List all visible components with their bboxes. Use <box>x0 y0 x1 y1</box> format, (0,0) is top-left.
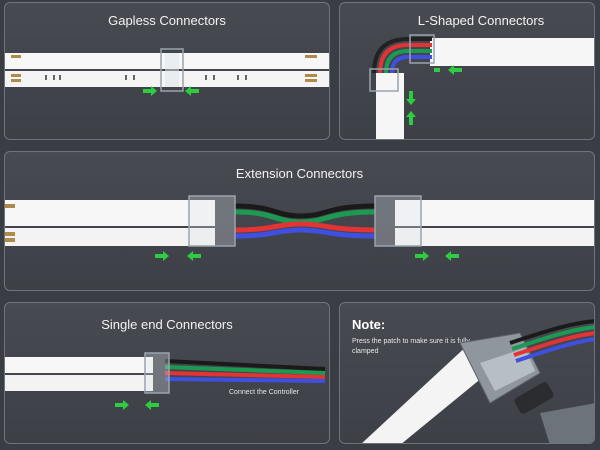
led-strip-right <box>395 228 594 246</box>
l-connector-top <box>409 34 435 64</box>
wire-black <box>372 37 432 74</box>
extension-connector-right <box>374 195 422 247</box>
led-strip-left <box>5 200 215 226</box>
arrow-left-icon <box>434 68 440 72</box>
panel-title: Extension Connectors <box>235 166 364 181</box>
gapless-connector <box>160 48 184 92</box>
panel-title: Single end Connectors <box>101 317 233 332</box>
wire-black <box>164 359 326 371</box>
note-body: Press the patch to make sure it is fully… <box>352 338 470 355</box>
gapless-illustration <box>5 48 329 96</box>
led-strip-diagonal <box>362 343 500 443</box>
wire-red <box>513 331 594 357</box>
wire-black <box>509 319 594 345</box>
arrow-right-icon <box>143 86 157 96</box>
panel-note: Note: Press the patch to make sure it is… <box>339 302 595 444</box>
panel-l-shaped-connectors: L-Shaped Connectors <box>339 2 595 140</box>
arrow-right-icon <box>115 400 129 410</box>
arrow-left-icon <box>448 65 462 75</box>
note-illustration <box>362 319 594 443</box>
l-shaped-illustration <box>369 34 594 139</box>
led-strip-vertical <box>376 73 404 139</box>
arrow-down-icon <box>406 91 416 105</box>
wire-green <box>511 325 594 351</box>
arrow-left-icon <box>145 400 159 410</box>
led-strip <box>5 375 153 391</box>
l-connector-side <box>369 68 399 92</box>
single-end-illustration <box>5 352 326 410</box>
arrow-right-icon <box>155 251 169 261</box>
extension-connector-left <box>188 195 236 247</box>
single-end-connector <box>144 352 170 394</box>
led-strip-left <box>5 228 215 246</box>
wire-blue <box>390 55 432 74</box>
wire-green <box>164 365 326 375</box>
arrow-up-icon <box>406 111 416 125</box>
led-strip-right <box>395 200 594 226</box>
arrow-left-icon <box>185 86 199 96</box>
arrow-left-icon <box>187 251 201 261</box>
led-strip-horizontal <box>430 38 594 66</box>
clamp-tool <box>514 382 554 414</box>
note-title: Note: <box>352 317 386 332</box>
wire-black <box>234 203 376 219</box>
wire-red <box>234 221 376 233</box>
arrow-left-icon <box>445 251 459 261</box>
panel-title: L-Shaped Connectors <box>417 13 545 28</box>
wire-red <box>378 43 432 74</box>
panel-single-end-connectors: Single end Connectors Connect the Contro… <box>4 302 330 444</box>
extension-illustration <box>5 195 594 261</box>
led-strip <box>5 357 153 373</box>
wire-blue <box>515 337 594 363</box>
wire-red <box>164 371 326 379</box>
wire-blue <box>164 377 326 383</box>
arrow-right-icon <box>415 251 429 261</box>
wire-blue <box>234 227 376 239</box>
connect-controller-caption: Connect the Controller <box>229 389 300 396</box>
panel-gapless-connectors: Gapless Connectors <box>4 2 330 140</box>
panel-title: Gapless Connectors <box>108 13 226 28</box>
panel-extension-connectors: Extension Connectors <box>4 151 595 291</box>
